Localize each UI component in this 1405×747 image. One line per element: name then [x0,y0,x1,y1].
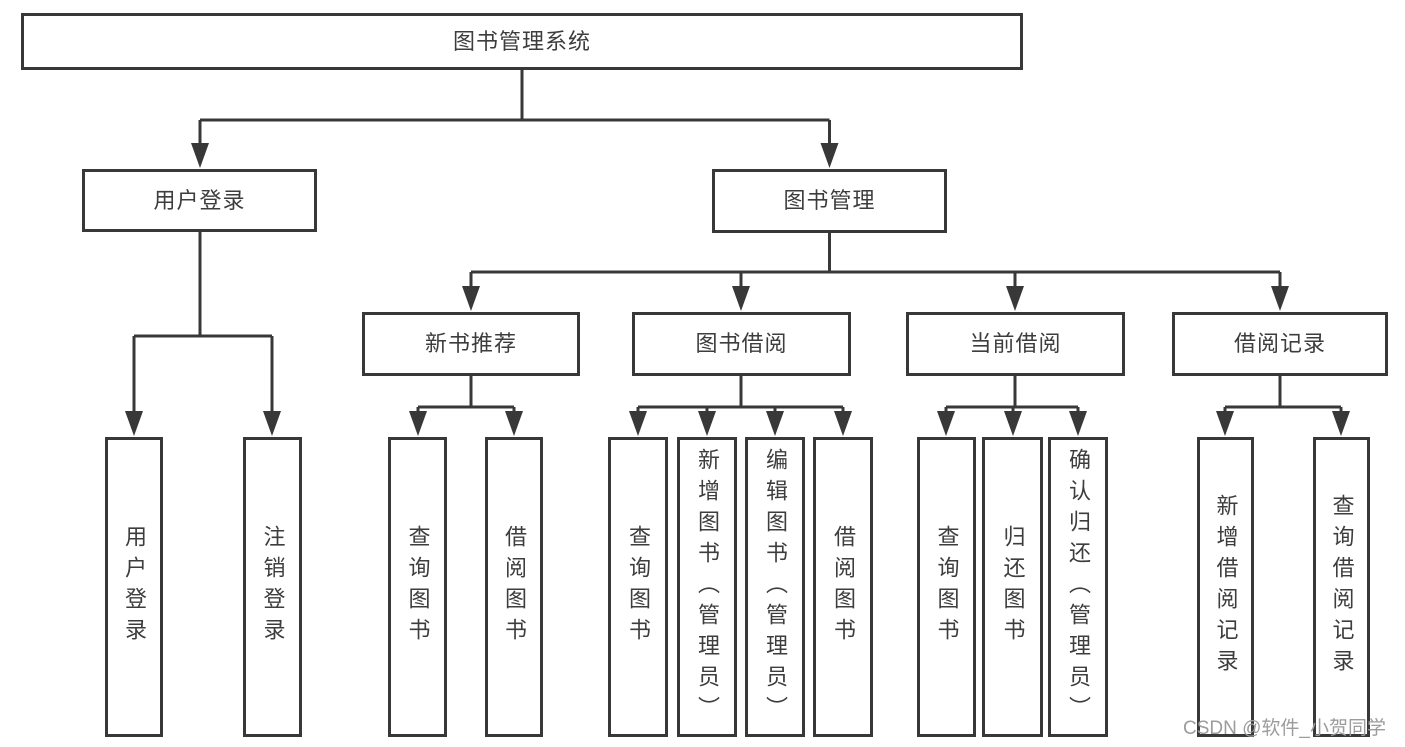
arrowhead-icon [409,411,427,436]
arrowhead-icon [698,411,716,436]
node-label: 新书推荐 [424,331,517,356]
node-user-login: 用户登录 [82,169,317,232]
connector-root-to-level2 [198,70,831,146]
leaf-add-borrow-record: 新增借阅记录 [1197,437,1254,737]
node-label: 新增图书（管理员） [695,447,720,727]
leaf-borrow-books-recommend: 借阅图书 [485,437,543,737]
arrowhead-icon [1006,286,1024,311]
node-label: 用户登录 [153,187,246,213]
leaf-borrow-books: 借阅图书 [813,437,873,737]
connector-borrowing-to-leaves [636,376,845,414]
node-label: 图书管理系统 [452,28,591,54]
arrowhead-icon [1069,411,1087,436]
leaf-query-borrow-record: 查询借阅记录 [1313,437,1370,737]
arrowhead-icon [125,411,143,436]
connector-userlogin-to-leaves [132,232,274,414]
arrowhead-icon [834,411,852,436]
leaf-add-books-admin: 新增图书（管理员） [677,437,737,737]
node-current-borrowing: 当前借阅 [906,312,1125,376]
leaf-user-login: 用户登录 [105,437,163,737]
arrowhead-icon [462,286,480,311]
arrowhead-icon [820,143,839,168]
leaf-edit-books-admin: 编辑图书（管理员） [745,437,805,737]
connector-newbook-to-leaves [416,376,516,414]
node-label: 查询图书 [405,525,431,649]
node-label: 注销登录 [260,525,286,649]
arrowhead-icon [1332,411,1350,436]
connector-current-to-leaves [944,376,1080,414]
node-label: 编辑图书（管理员） [763,447,788,727]
node-label: 借阅图书 [831,525,856,649]
node-label: 查询借阅记录 [1329,494,1355,680]
node-label: 图书管理 [783,188,876,213]
arrowhead-icon [629,411,647,436]
node-borrowing-records: 借阅记录 [1172,312,1388,376]
arrowhead-icon [1271,286,1289,311]
leaf-query-books-borrowing: 查询图书 [608,437,668,737]
arrowhead-icon [937,411,955,436]
arrowhead-icon [732,286,750,311]
csdn-watermark: CSDN @软件_小贺同学 [1183,718,1386,739]
node-label: 当前借阅 [969,331,1062,356]
arrowhead-icon [1004,411,1022,436]
connector-records-to-leaves [1223,376,1343,414]
node-root-system: 图书管理系统 [21,13,1023,70]
node-label: 查询图书 [626,525,651,649]
leaf-return-books: 归还图书 [982,437,1043,737]
arrowhead-icon [191,143,209,168]
node-label: 新增借阅记录 [1213,494,1239,680]
node-label: 借阅图书 [502,525,527,649]
arrowhead-icon [263,411,281,436]
node-label: 归还图书 [1000,525,1026,649]
leaf-confirm-return-admin: 确认归还（管理员） [1048,437,1108,737]
arrowhead-icon [1216,411,1234,436]
leaf-logout: 注销登录 [243,437,302,737]
node-label: 查询图书 [934,525,960,649]
arrowhead-icon [505,411,523,436]
node-book-management: 图书管理 [712,169,947,233]
node-label: 图书借阅 [695,331,788,356]
node-label: 用户登录 [122,525,147,649]
connector-bookmgmt-to-level3 [469,233,1282,288]
node-label: 确认归还（管理员） [1066,447,1091,727]
leaf-query-books-recommend: 查询图书 [388,437,447,737]
node-label: 借阅记录 [1233,331,1326,356]
node-new-book-recommend: 新书推荐 [362,312,580,376]
leaf-query-books-current: 查询图书 [917,437,976,737]
arrowhead-icon [766,411,784,436]
node-book-borrowing: 图书借阅 [632,312,851,376]
